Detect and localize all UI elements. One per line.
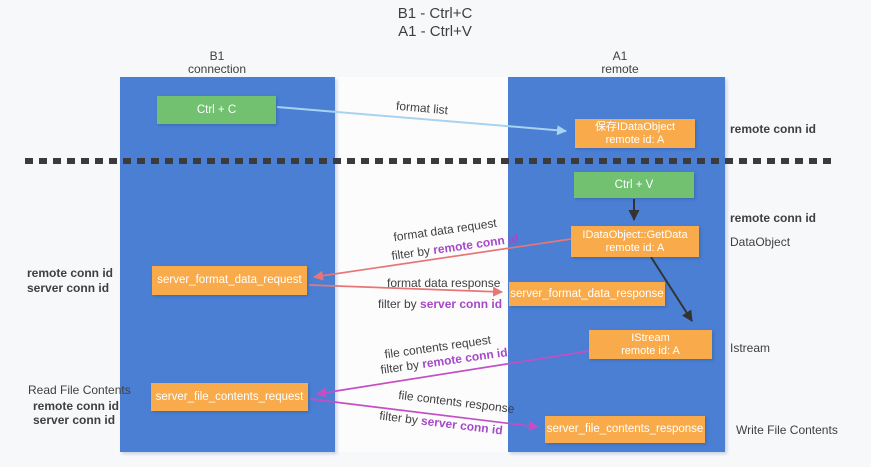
idataobject-getdata-node: IDataObject::GetData remote id: A [571, 226, 699, 257]
istream-side-label: Istream [730, 341, 771, 355]
filter-by-text: filter by [378, 297, 421, 311]
write-file-contents-label: Write File Contents [736, 423, 838, 437]
phase-separator-dashed-line [25, 158, 831, 164]
format-data-response-label: format data response [387, 276, 501, 290]
save-idataobject-remote-id: remote id: A [605, 133, 665, 146]
ctrl-v-label: Ctrl + V [614, 178, 654, 191]
page-title-line1: B1 - Ctrl+C [397, 5, 473, 22]
server-conn-id-key: server conn id [420, 297, 503, 311]
right-remote-conn-id-mid-label: remote conn id [730, 211, 817, 225]
dataobject-label: DataObject [730, 235, 791, 249]
idataobject-getdata-label: IDataObject::GetData [582, 228, 688, 241]
server-format-data-response-node: server_format_data_response [509, 282, 665, 306]
server-format-data-request-node: server_format_data_request [152, 266, 307, 295]
istream-remote-id: remote id: A [621, 344, 680, 357]
server-file-contents-response-label: server_file_contents_response [546, 423, 704, 435]
server-format-data-response-label: server_format_data_response [510, 287, 664, 300]
ctrl-v-node: Ctrl + V [574, 172, 694, 198]
idataobject-getdata-remote-id: remote id: A [605, 241, 665, 254]
lane-header-b1-name: B1 [209, 49, 225, 63]
istream-label: IStream [631, 331, 670, 344]
server-format-data-request-label: server_format_data_request [157, 274, 302, 286]
lane-header-b1: B1 connection [157, 50, 277, 76]
server-file-contents-request-node: server_file_contents_request [151, 383, 308, 411]
left-remote-conn-id-label: remote conn id [27, 266, 114, 280]
lane-header-a1-name: A1 [612, 49, 628, 63]
lane-header-b1-role: connection [187, 62, 247, 76]
page-title: B1 - Ctrl+C A1 - Ctrl+V [330, 5, 540, 41]
istream-node: IStream remote id: A [589, 330, 712, 359]
ctrl-c-label: Ctrl + C [196, 103, 237, 116]
lane-header-a1-role: remote [601, 62, 639, 76]
left-file-server-conn-id-label: server conn id [33, 413, 116, 427]
right-remote-conn-id-top-label: remote conn id [730, 122, 817, 136]
save-idataobject-label: 保存IDataObject [594, 120, 676, 133]
save-idataobject-node: 保存IDataObject remote id: A [575, 119, 695, 148]
lane-header-a1: A1 remote [560, 50, 680, 76]
left-file-remote-conn-id-label: remote conn id [33, 399, 120, 413]
page-title-line2: A1 - Ctrl+V [398, 23, 472, 40]
left-server-conn-id-label: server conn id [27, 281, 110, 295]
format-data-response-filter-label: filter by server conn id [378, 297, 502, 311]
server-file-contents-request-label: server_file_contents_request [155, 390, 304, 403]
ctrl-c-node: Ctrl + C [157, 96, 276, 124]
server-file-contents-response-node: server_file_contents_response [545, 416, 705, 443]
read-file-contents-label: Read File Contents [28, 383, 131, 397]
